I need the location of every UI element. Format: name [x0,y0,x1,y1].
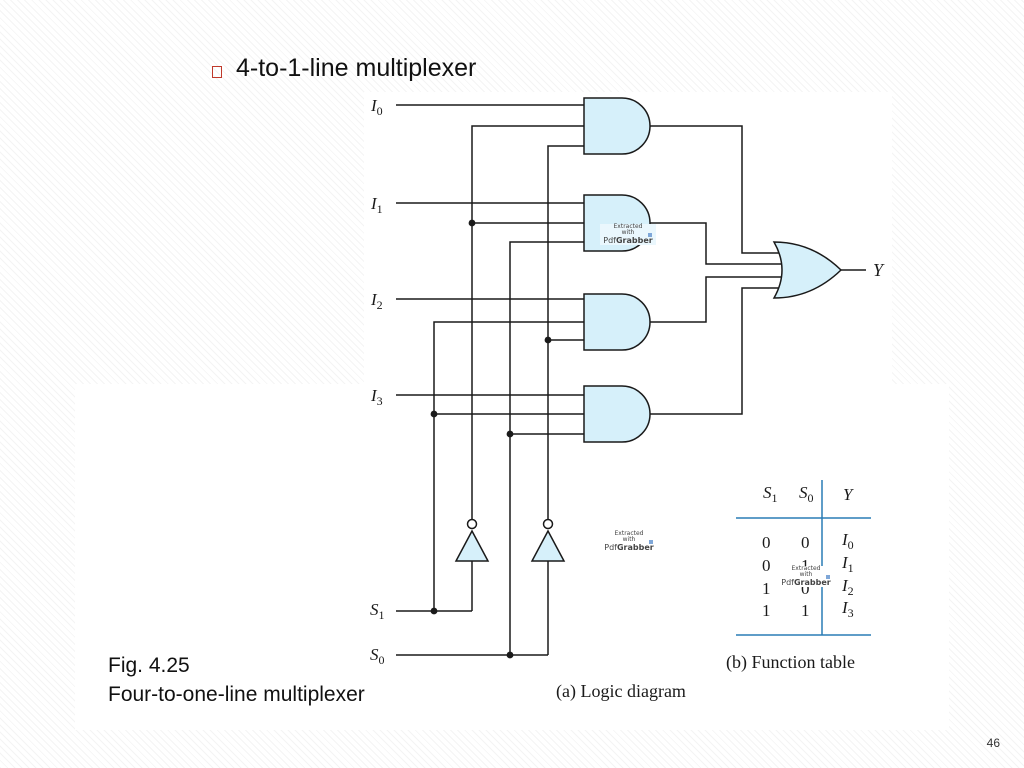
pdfgrabber-watermark: Extracted with PdfGrabber [600,223,656,245]
cell-y: I2 [841,576,854,598]
cell-s0: 0 [801,533,810,552]
inverter-bubbles [466,518,554,530]
table-header-s1: S1 [763,483,778,505]
not-gate-s0 [530,529,566,562]
logic-diagram-caption: (a) Logic diagram [556,681,686,702]
slide-title-text: 4-to-1-line multiplexer [236,54,477,82]
or-gate [772,241,843,299]
slide-title: 4-to-1-line multiplexer [212,54,476,83]
figure-panel-main [75,384,949,730]
not-gate-s1 [454,529,490,562]
cell-y: I0 [841,530,854,552]
cell-s0: 0 [801,579,810,598]
table-header-y: Y [843,485,854,504]
figure-title: Four-to-one-line multiplexer [108,683,365,706]
and-gate-0 [583,97,651,155]
label-i2: I2 [370,290,383,312]
cell-s0: 1 [801,601,810,620]
wire-s0-true [509,241,584,655]
label-s1: S1 [370,600,385,622]
wire-and2-or [650,276,784,323]
cell-s0: 1 [801,556,810,575]
page-number: 46 [986,736,1000,750]
table-row: 0 0 I0 [762,530,854,552]
label-i3: I3 [370,386,383,408]
wire-s1-true [433,321,584,611]
function-table-caption: (b) Function table [726,652,855,673]
and-gate-2 [583,293,651,351]
wire-and3-or [650,287,784,415]
figure-number: Fig. 4.25 [108,654,190,677]
table-row: 1 0 I2 [762,576,854,598]
and-gate-3 [583,385,651,443]
junction-dots [430,219,552,659]
diagram-labels: I0 I1 I2 I3 S1 S0 Y (a) Logic diagram (b… [370,96,885,702]
cell-s1: 0 [762,556,771,575]
bullet-icon [212,65,222,78]
cell-s1: 1 [762,579,771,598]
wires [396,104,866,656]
wire-and0-or [650,125,784,254]
table-row: 1 1 I3 [762,598,854,620]
table-row: 0 1 I1 [762,553,854,575]
cell-y: I1 [841,553,854,575]
pdfgrabber-watermark: Extracted with PdfGrabber [778,565,834,587]
label-i0: I0 [370,96,383,118]
label-s0: S0 [370,645,385,667]
label-i1: I1 [370,194,383,216]
label-output-y: Y [873,260,885,280]
cell-s1: 0 [762,533,771,552]
pdfgrabber-watermark: Extracted with PdfGrabber [604,530,654,552]
wire-and1-or [650,222,784,265]
cell-s1: 1 [762,601,771,620]
figure-caption: Fig. 4.25 Four-to-one-line multiplexer [108,651,365,709]
cell-y: I3 [841,598,854,620]
wire-s1-bar [471,125,584,519]
table-header-s0: S0 [799,483,814,505]
wire-s0-bar [547,145,584,519]
gates [454,97,843,562]
function-table: S1 S0 Y 0 0 I0 0 1 I1 1 0 I2 1 1 I3 [736,480,871,636]
